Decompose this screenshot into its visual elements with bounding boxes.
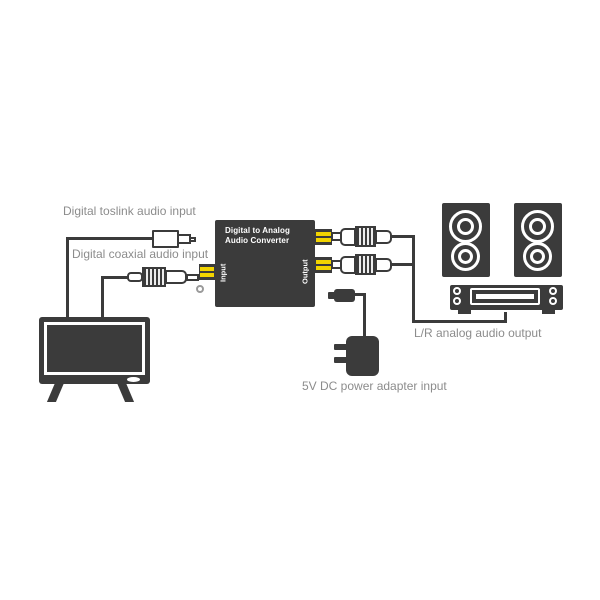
toslink-input-label: Digital toslink audio input	[63, 204, 196, 218]
rca-output-jack-left	[315, 229, 332, 245]
tv-leg-left	[46, 383, 64, 402]
adapter-prong-bottom	[334, 357, 347, 363]
speaker-left	[442, 203, 490, 277]
amplifier-tray	[470, 288, 540, 305]
converter-input-side-label: Input	[218, 263, 228, 282]
coaxial-input-jack	[199, 264, 215, 280]
output-cable-horizontal	[412, 320, 507, 323]
power-cable-horizontal	[353, 293, 366, 296]
power-cable-vertical	[363, 293, 366, 338]
adapter-prong-top	[334, 344, 347, 350]
converter-box: Digital to Analog Audio Converter Input …	[215, 220, 315, 307]
analog-output-label: L/R analog audio output	[414, 326, 542, 340]
coaxial-input-label: Digital coaxial audio input	[72, 247, 209, 261]
toslink-cable-horizontal	[66, 237, 154, 240]
output-cable-1	[390, 235, 415, 238]
tv	[39, 317, 150, 402]
tv-power-led	[127, 377, 140, 382]
amplifier	[450, 285, 563, 314]
toslink-cable-vertical	[66, 237, 69, 318]
optical-port-icon	[196, 285, 204, 293]
coaxial-cable-horizontal	[101, 276, 133, 279]
tv-leg-right	[117, 383, 135, 402]
output-cable-vertical	[412, 235, 415, 323]
dc-plug-tip-icon	[328, 292, 335, 299]
dc-plug-icon	[334, 289, 355, 302]
speaker-right	[514, 203, 562, 277]
coaxial-cable-vertical	[101, 276, 104, 318]
output-cable-to-amp	[504, 312, 507, 323]
power-adapter-body	[346, 336, 379, 376]
tv-screen	[44, 322, 145, 375]
output-cable-2	[390, 263, 415, 266]
power-input-label: 5V DC power adapter input	[302, 379, 447, 393]
converter-title: Digital to Analog Audio Converter	[225, 226, 290, 246]
converter-output-side-label: Output	[300, 259, 310, 285]
rca-output-jack-right	[315, 257, 332, 273]
